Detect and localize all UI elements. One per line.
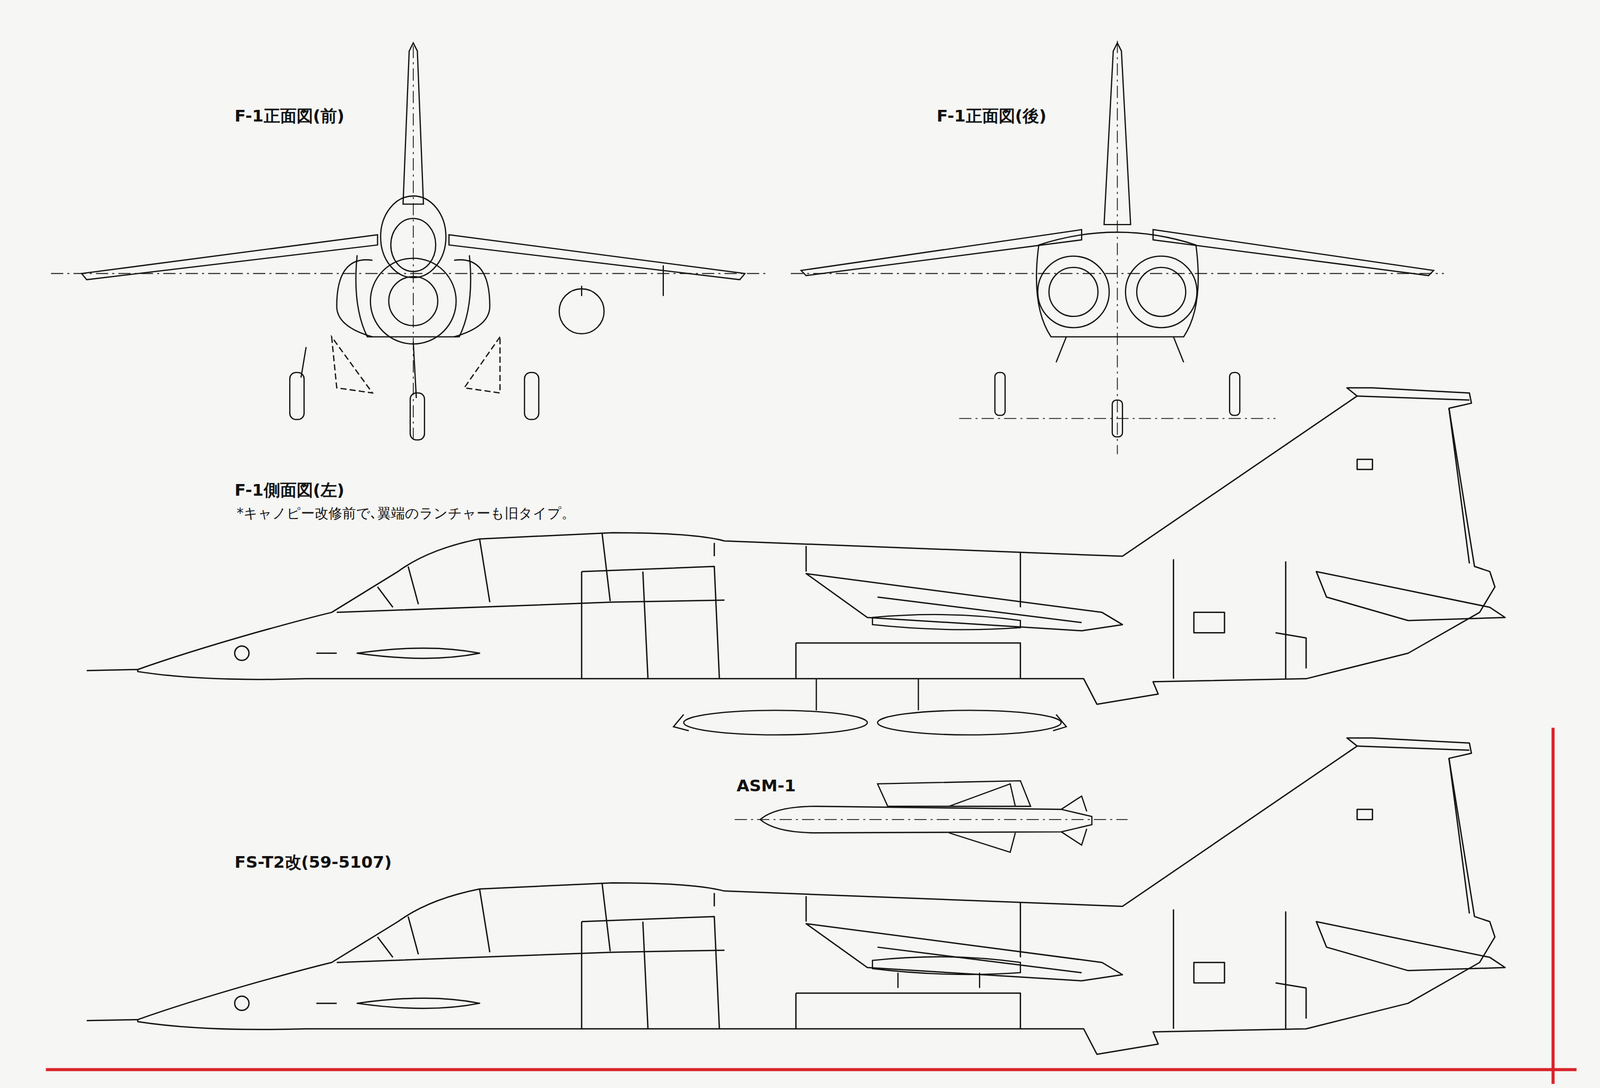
side-view-f1 xyxy=(86,387,1506,735)
view-title: F-1側面図(左) xyxy=(234,480,345,500)
view-title: FS-T2改(59-5107) xyxy=(234,852,392,872)
red-guide-lines xyxy=(46,727,1577,1084)
view-title: F-1正面図(後) xyxy=(936,106,1047,126)
part-label: ASM-1 xyxy=(736,775,797,796)
view-title: F-1正面図(前) xyxy=(234,106,345,126)
rear-view xyxy=(790,40,1444,455)
side-view-fs-t2 xyxy=(86,737,1506,1054)
front-view xyxy=(50,42,766,440)
note-text: *キャノピー改修前で､翼端のランチャーも旧タイプ。 xyxy=(236,505,576,522)
